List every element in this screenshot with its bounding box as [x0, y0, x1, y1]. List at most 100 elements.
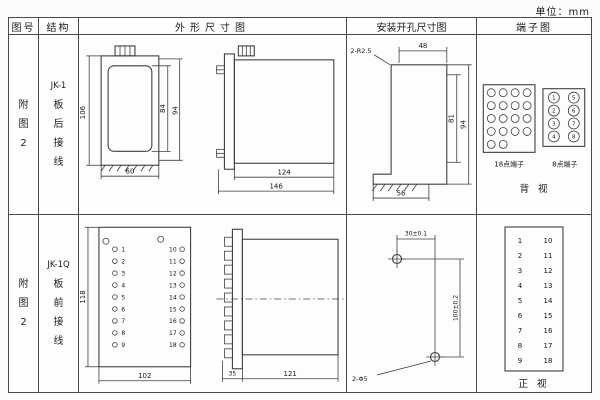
terminal-number: 17	[169, 330, 177, 337]
terminal-number: 5	[572, 96, 575, 102]
col-header-fig-no: 图号	[9, 18, 39, 35]
terminal-number: 14	[544, 297, 553, 305]
terminal-strip-outline	[504, 226, 564, 372]
label-rear-view: 背 视	[520, 183, 551, 195]
dim-84: 84	[159, 104, 167, 113]
dim-106: 106	[79, 106, 87, 119]
label-8pt-terminal: 8点端子	[552, 159, 577, 168]
terminal-number: 13	[544, 282, 553, 290]
terminal-number: 13	[169, 282, 177, 289]
terminal-number: 7	[518, 327, 522, 335]
label-18pt-terminal: 18点端子	[494, 159, 524, 168]
terminal-strip-numbers: 1 2 3 4 5 6 7 8 9 10 11 12 13 14 15 16 1	[518, 237, 553, 365]
row2-structure: JK-1Q 板 前 接 线	[39, 215, 79, 392]
dim-146: 146	[270, 183, 283, 191]
terminal-number: 1	[121, 246, 125, 253]
fig-char: 图	[18, 118, 29, 130]
label-front-view: 正 视	[518, 378, 549, 390]
structure-char: 前	[53, 297, 64, 309]
fig-char: 2	[20, 316, 27, 328]
col-header-outline: 外形尺寸图	[79, 18, 347, 35]
row1-fig-no: 附 图 2	[9, 35, 39, 215]
terminal-number: 9	[121, 342, 125, 349]
structure-char: 接	[53, 137, 64, 149]
col-header-terminal: 端子图	[477, 18, 591, 35]
jk1q-front-dimensions: 118 102	[79, 226, 191, 384]
unit-note: 单位：mm	[535, 7, 590, 18]
terminal-number: 1	[518, 237, 522, 245]
dim-100-tol: 100±0.2	[453, 295, 460, 321]
terminal-number: 11	[544, 252, 553, 260]
fig-char: 图	[18, 297, 29, 309]
dim-94: 94	[172, 106, 180, 115]
col-header-install: 安装开孔尺寸图	[347, 18, 477, 35]
terminal-number: 18	[544, 357, 553, 365]
dim-35: 35	[229, 371, 237, 378]
jk1-install-drawing: 2-R2.5 48 81 94 56	[350, 42, 472, 202]
dim-102: 102	[138, 372, 151, 380]
terminal-number: 14	[169, 294, 177, 301]
jk1q-front-view: 1 2 3 4 5 6 7 8 9 10 11 12 13 14 15 16 1	[98, 226, 192, 368]
row1-terminal-cell: 1 2 3 4 5 6 7 8 18点端子 8点端子 背 视	[477, 35, 591, 215]
structure-char: 板	[53, 278, 64, 290]
dim-56: 56	[397, 190, 406, 198]
dim-118: 118	[79, 290, 87, 303]
model-label: JK-1Q	[47, 259, 70, 270]
mounting-dimensions: 30±0.1 100±0.2 2-Φ5	[352, 231, 464, 383]
jk1-side-dimensions: 124 146	[218, 163, 335, 195]
terminal-number: 4	[121, 282, 125, 289]
jk1-front-dimensions: 106 84 94 60	[79, 55, 183, 180]
terminal-number: 6	[121, 306, 125, 313]
fig-char: 附	[18, 278, 29, 290]
row2-install-cell: 30±0.1 100±0.2 2-Φ5	[347, 215, 477, 392]
row1-structure: JK-1 板 后 接 线	[39, 35, 79, 215]
dim-94-cutout: 94	[460, 120, 468, 129]
terminal-number: 18	[169, 342, 177, 349]
structure-char: 线	[53, 335, 64, 347]
mounting-holes	[388, 250, 444, 366]
terminal-number: 2	[552, 109, 555, 115]
row2-terminal-cell: 1 2 3 4 5 6 7 8 9 10 11 12 13 14 15 16 1	[477, 215, 591, 392]
dim-124: 124	[277, 169, 291, 177]
jk1-outline-drawing: 106 84 94 60	[79, 45, 335, 195]
terminal-block-8pt: 1 2 3 4 5 6 7 8	[542, 88, 586, 147]
row2-outline-cell: 1 2 3 4 5 6 7 8 9 10 11 12 13 14 15 16 1	[79, 215, 347, 392]
jk1q-outline-drawing: 1 2 3 4 5 6 7 8 9 10 11 12 13 14 15 16 1	[79, 226, 345, 384]
terminal-number: 15	[169, 306, 177, 313]
jk1-front-view	[100, 45, 160, 172]
terminal-number: 6	[572, 109, 576, 115]
terminal-number: 16	[169, 318, 177, 325]
terminal-number: 12	[169, 270, 177, 277]
col-header-structure: 结构	[39, 18, 79, 35]
panel-cutout-profile	[371, 64, 448, 192]
spec-table: 图号 结构 外形尺寸图 安装开孔尺寸图 端子图 附 图 2 JK-1 板 后 接…	[8, 17, 592, 393]
dim-60: 60	[126, 168, 135, 176]
terminal-number: 2	[121, 258, 125, 265]
jk1-terminal-diagram: 1 2 3 4 5 6 7 8 18点端子 8点端子 背 视	[482, 84, 586, 195]
dim-121: 121	[284, 370, 297, 378]
dim-30-tol: 30±0.1	[405, 231, 427, 238]
fig-char: 附	[18, 99, 29, 111]
fig-char: 2	[20, 137, 27, 149]
structure-char: 板	[53, 99, 64, 111]
row1-install-cell: 2-R2.5 48 81 94 56	[347, 35, 477, 215]
terminal-number: 2	[518, 252, 522, 260]
terminal-number: 6	[518, 312, 523, 320]
terminal-number: 3	[518, 267, 522, 275]
terminal-number: 4	[518, 282, 523, 290]
terminal-number: 1	[552, 96, 555, 102]
note-2-r2_5: 2-R2.5	[350, 47, 371, 55]
terminal-number: 5	[518, 297, 522, 305]
dim-48: 48	[419, 42, 428, 50]
terminal-number: 16	[544, 327, 553, 335]
jk1q-install-drawing: 30±0.1 100±0.2 2-Φ5	[352, 231, 464, 383]
jk1q-side-view	[216, 228, 345, 370]
structure-char: 接	[53, 316, 64, 328]
row1-outline-cell: 106 84 94 60	[79, 35, 347, 215]
terminal-number: 10	[544, 237, 553, 245]
model-label: JK-1	[50, 80, 67, 91]
dim-81: 81	[448, 114, 456, 123]
terminal-number: 8	[518, 342, 522, 350]
terminal-number: 15	[544, 312, 553, 320]
note-2-phi5: 2-Φ5	[352, 375, 368, 383]
